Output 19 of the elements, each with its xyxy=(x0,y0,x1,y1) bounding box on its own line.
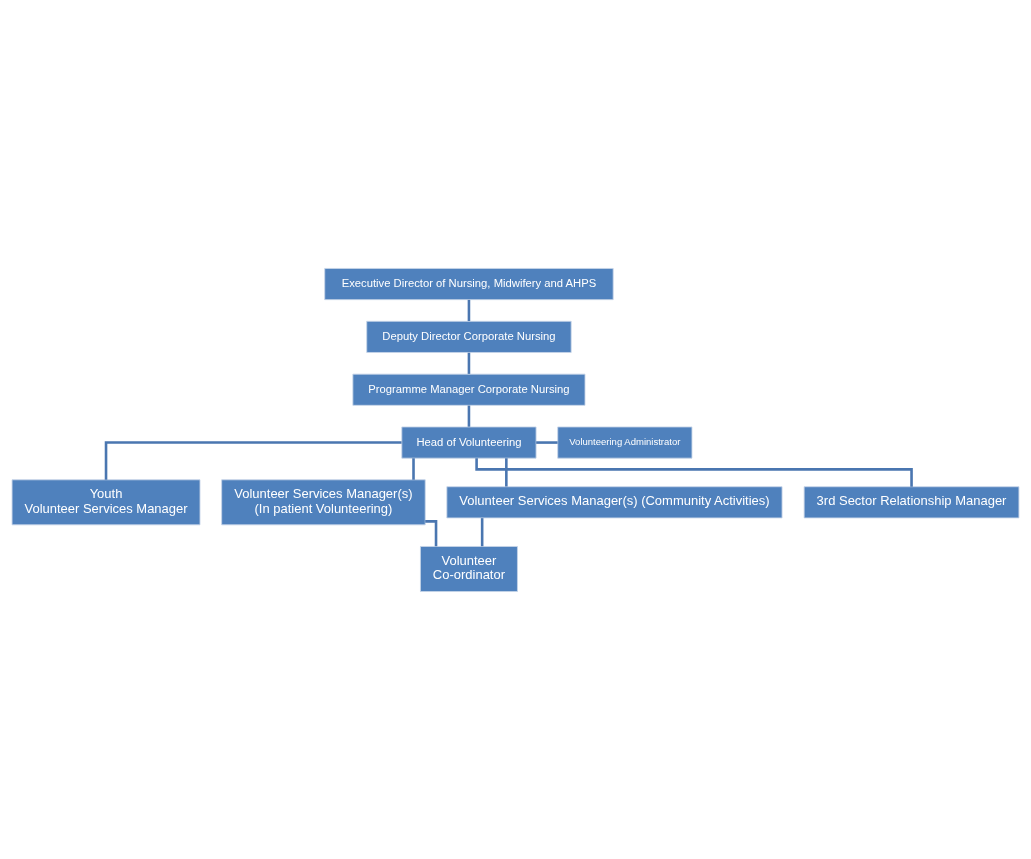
node-box: Volunteer Co-ordinator xyxy=(420,545,518,592)
node-box: Volunteer Services Manager(s) (Community Activities) xyxy=(446,485,783,518)
connector xyxy=(467,352,471,374)
node-box: Volunteer Services Manager(s) (In patient Volunteering) xyxy=(221,478,426,525)
node-box: Executive Director of Nursing, Midwifery and AHPS xyxy=(324,267,614,300)
connector xyxy=(412,457,415,480)
connector xyxy=(480,517,484,546)
node-box: Programme Manager Corporate Nursing xyxy=(352,373,586,406)
connector xyxy=(505,457,508,486)
connector xyxy=(467,405,471,427)
connector xyxy=(104,440,402,480)
node-box: Head of Volunteering xyxy=(401,426,537,459)
connector xyxy=(467,299,471,321)
connector xyxy=(425,519,438,546)
node-box: 3rd Sector Relationship Manager xyxy=(803,485,1020,518)
connector xyxy=(536,440,558,444)
node-box: Deputy Director Corporate Nursing xyxy=(366,320,572,353)
node-box: Youth Volunteer Services Manager xyxy=(11,478,201,525)
node-box: Volunteering Administrator xyxy=(557,426,693,459)
